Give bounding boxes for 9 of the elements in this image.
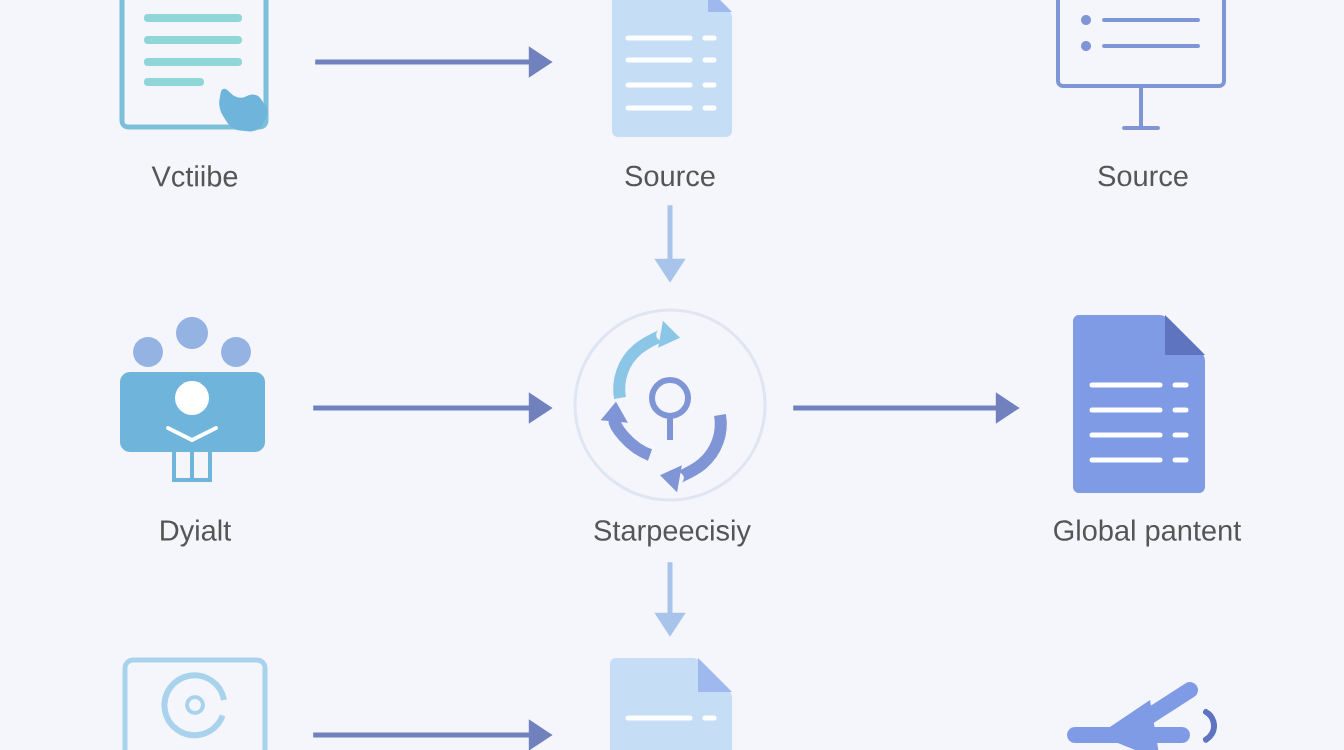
icon-label: Source	[1098, 165, 1188, 187]
disc-icon	[122, 657, 268, 750]
plug-icon	[1067, 682, 1217, 750]
icon-label: Dyialt	[161, 519, 232, 547]
icon-label: Starpeecisiy	[594, 519, 751, 547]
icon-label: Source	[625, 165, 715, 187]
icon-label: Vctiibe	[151, 165, 238, 187]
document-icon	[610, 658, 732, 750]
icon-label: Global pantent	[1054, 519, 1242, 547]
